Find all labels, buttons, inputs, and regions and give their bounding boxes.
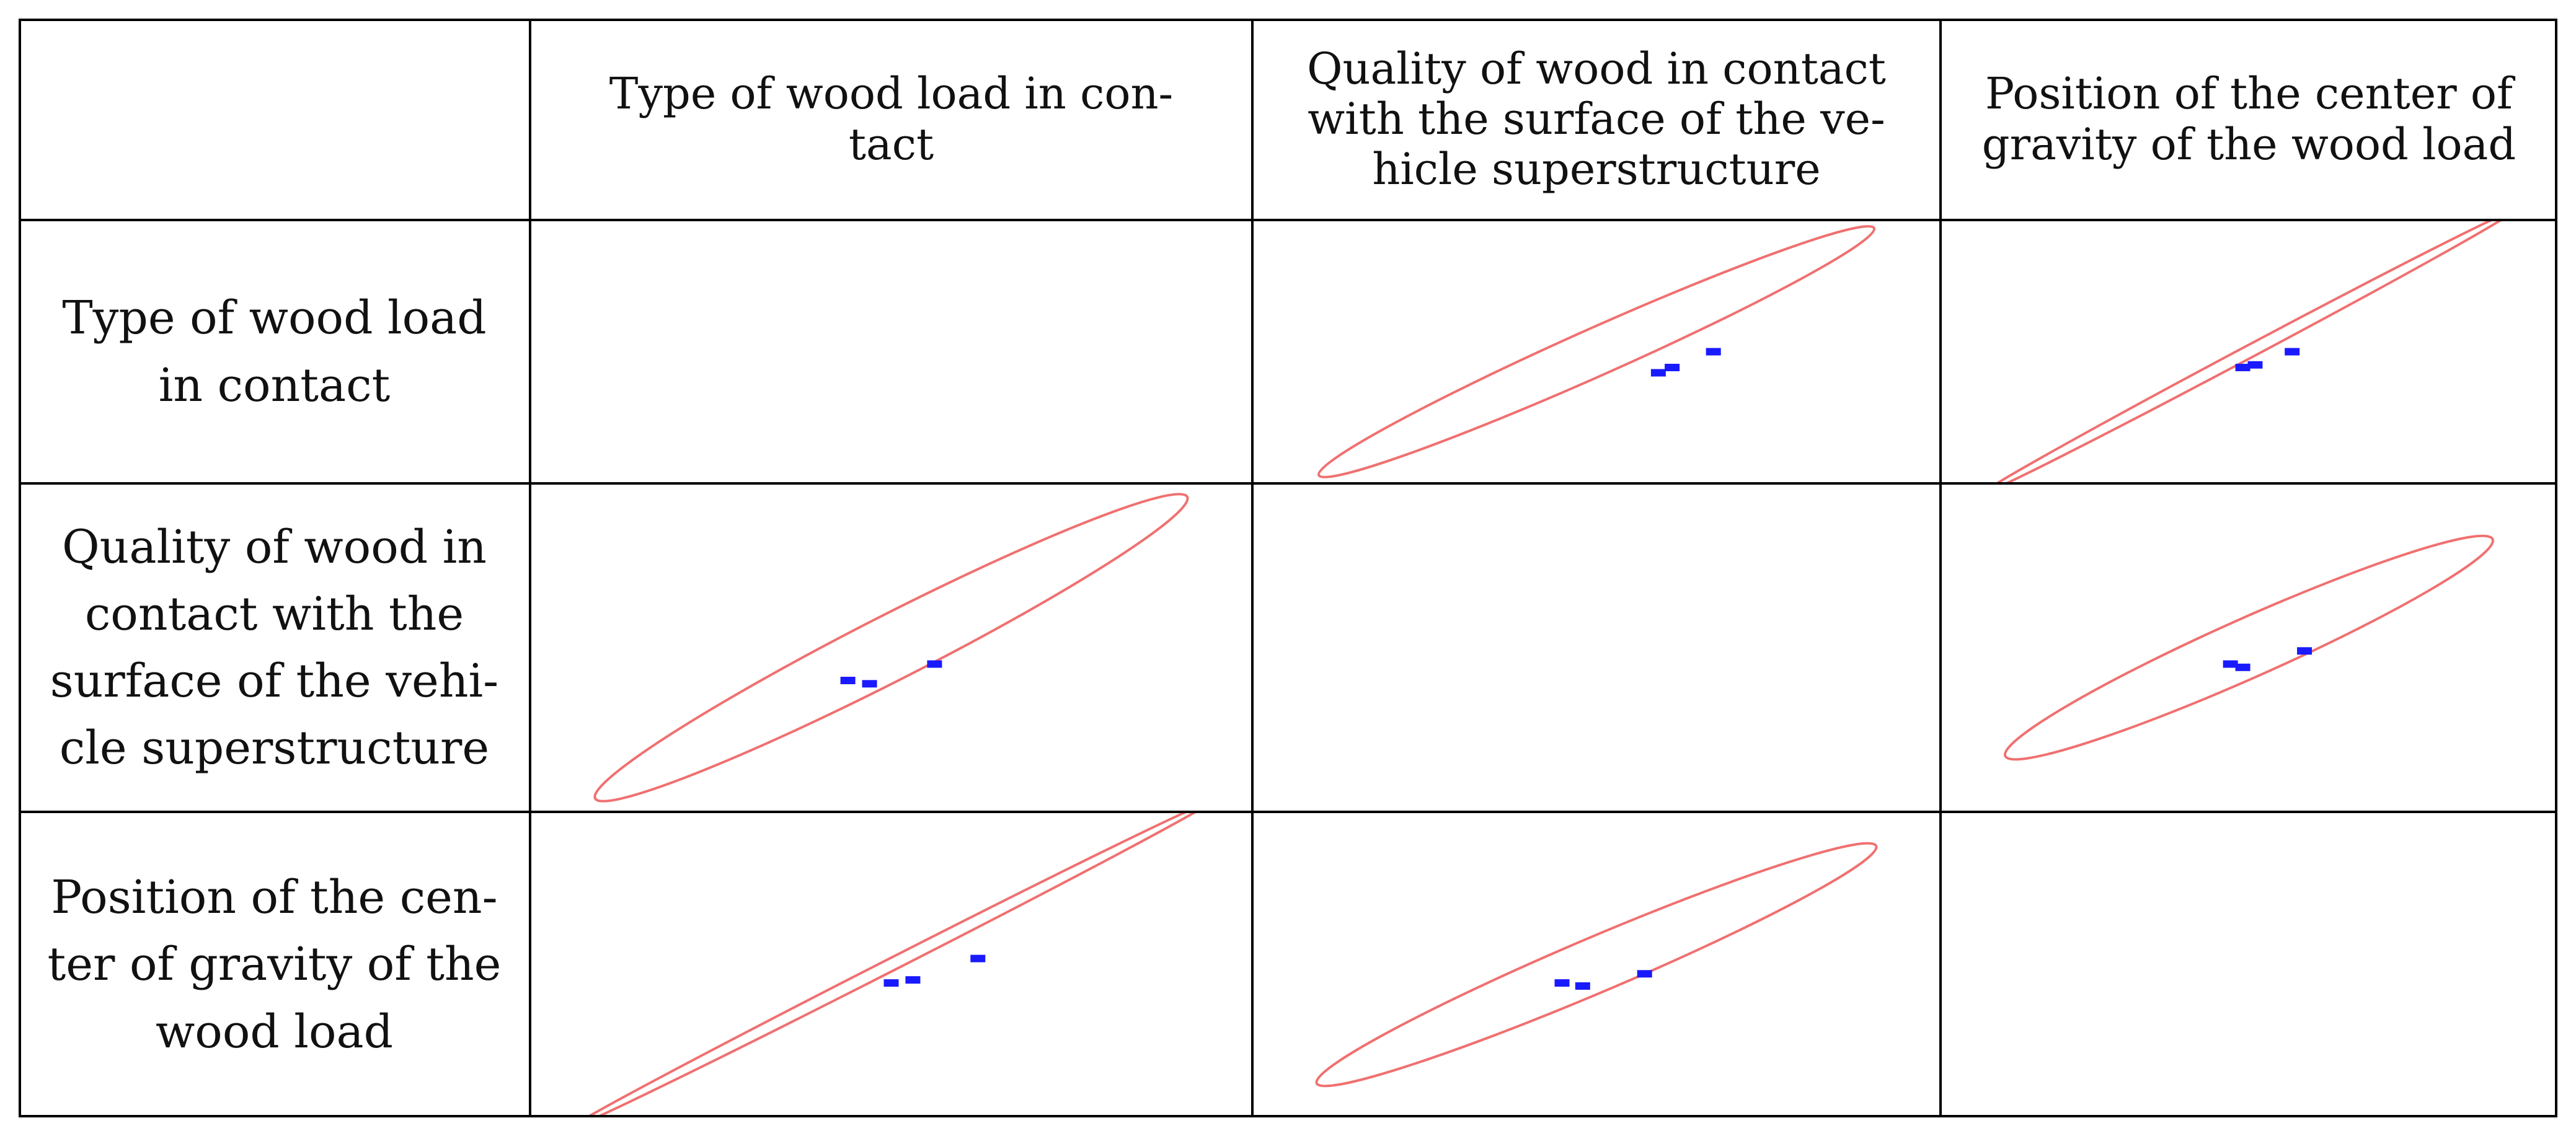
scatter-panel-type-vs-quality <box>1252 220 1941 483</box>
data-point <box>2247 361 2263 369</box>
confidence-ellipse <box>1317 225 1876 478</box>
table-grid-lines <box>19 19 2557 1117</box>
row-header-type-of-wood-load: Type of wood load in contact <box>62 291 487 412</box>
scatter-matrix-table: Type of wood load in con- tact Quality o… <box>19 19 2557 1117</box>
scatter-plot <box>1982 220 2516 483</box>
data-point <box>2223 660 2238 668</box>
data-point <box>2297 647 2313 655</box>
data-point <box>862 680 877 688</box>
scatter-plot <box>2003 534 2495 761</box>
column-header-center-of-gravity: Position of the center of gravity of the… <box>1981 68 2516 170</box>
column-header-type-of-wood-load: Type of wood load in con- tact <box>609 68 1174 170</box>
data-point <box>905 976 921 984</box>
scatter-panel-quality-vs-type <box>530 483 1252 812</box>
confidence-ellipse <box>570 812 1213 1117</box>
row-header-quality-of-wood: Quality of wood in contact with the surf… <box>50 520 499 775</box>
scatter-panel-type-vs-gravity <box>1941 220 2557 483</box>
data-point <box>2235 663 2251 671</box>
row-header-center-of-gravity: Position of the cen-ter of gravity of th… <box>47 871 502 1059</box>
scatter-panel-quality-vs-gravity <box>1941 483 2557 812</box>
scatter-plot <box>570 812 1213 1117</box>
scatter-plot <box>1315 842 1878 1088</box>
data-point <box>1637 970 1652 978</box>
column-header-quality-of-wood: Quality of wood in contact with the surf… <box>1307 43 1886 195</box>
scatter-panel-gravity-vs-quality <box>1252 812 1941 1117</box>
scatter-plot <box>593 493 1189 803</box>
data-point <box>1706 348 1721 356</box>
confidence-ellipse <box>2003 534 2495 761</box>
confidence-ellipse <box>593 493 1189 803</box>
data-point <box>840 677 856 684</box>
data-point <box>2285 348 2300 356</box>
scatter-panel-gravity-vs-type <box>530 812 1252 1117</box>
data-point <box>1665 364 1680 371</box>
confidence-ellipse <box>1315 842 1878 1088</box>
scatter-plot <box>1317 225 1876 478</box>
data-point <box>927 660 942 668</box>
data-point <box>2235 364 2251 371</box>
data-point <box>1575 982 1590 990</box>
data-point <box>883 979 899 987</box>
data-point <box>970 954 986 962</box>
confidence-ellipse <box>1982 220 2516 483</box>
data-point <box>1650 369 1666 377</box>
data-point <box>1554 979 1570 987</box>
